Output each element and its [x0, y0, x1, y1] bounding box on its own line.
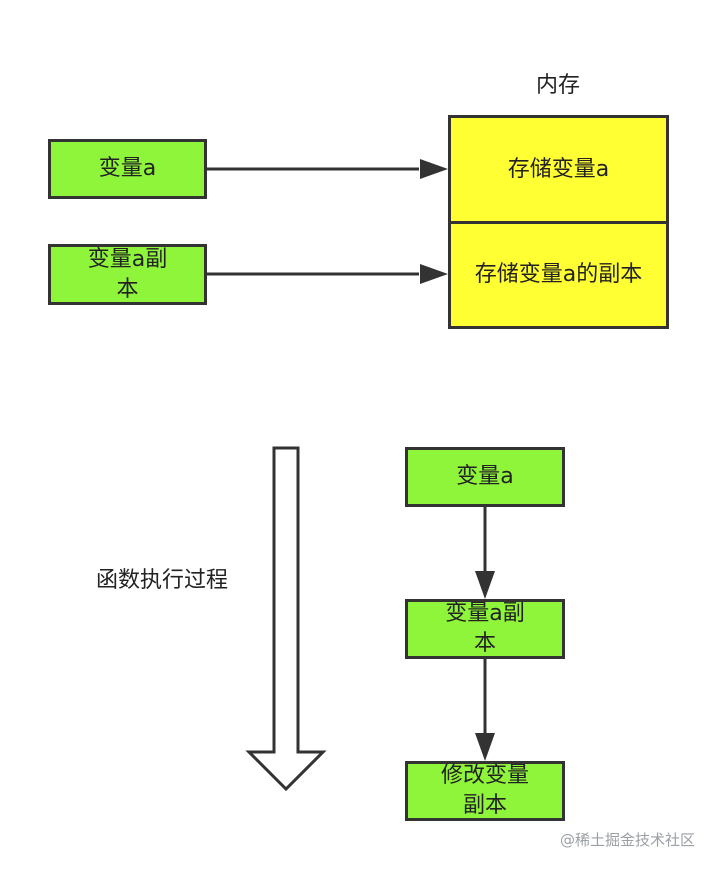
hollow-process-arrow [245, 446, 327, 792]
watermark: @稀土掘金技术社区 [560, 831, 696, 849]
process-var-a-copy-node: 变量a副本 [405, 599, 565, 659]
memory-store-var-a-copy: 存储变量a的副本 [448, 221, 669, 329]
modify-copy-node-label: 修改变量副本 [440, 763, 529, 818]
memory-store-var-a-copy-label: 存储变量a的副本 [474, 262, 643, 287]
modify-copy-node: 修改变量副本 [405, 761, 565, 821]
process-label: 函数执行过程 [96, 568, 229, 593]
var-a-copy-node-label: 变量a副本 [87, 246, 168, 302]
memory-store-var-a-label: 存储变量a [507, 156, 610, 182]
process-var-a-node-label: 变量a [456, 464, 514, 489]
var-a-node-label: 变量a [98, 156, 157, 181]
memory-store-var-a: 存储变量a [448, 115, 669, 224]
arrowhead-copy-to-modify [475, 733, 495, 761]
var-a-copy-node: 变量a副本 [48, 244, 207, 305]
arrowhead-var-a-to-storage [420, 159, 448, 179]
memory-label: 内存 [535, 73, 580, 98]
process-var-a-copy-node-label: 变量a副本 [445, 601, 525, 656]
var-a-node: 变量a [48, 139, 207, 199]
arrowhead-var-copy-to-storage [420, 264, 448, 284]
process-var-a-node: 变量a [405, 447, 565, 507]
arrowhead-var-a-to-copy [475, 571, 495, 599]
